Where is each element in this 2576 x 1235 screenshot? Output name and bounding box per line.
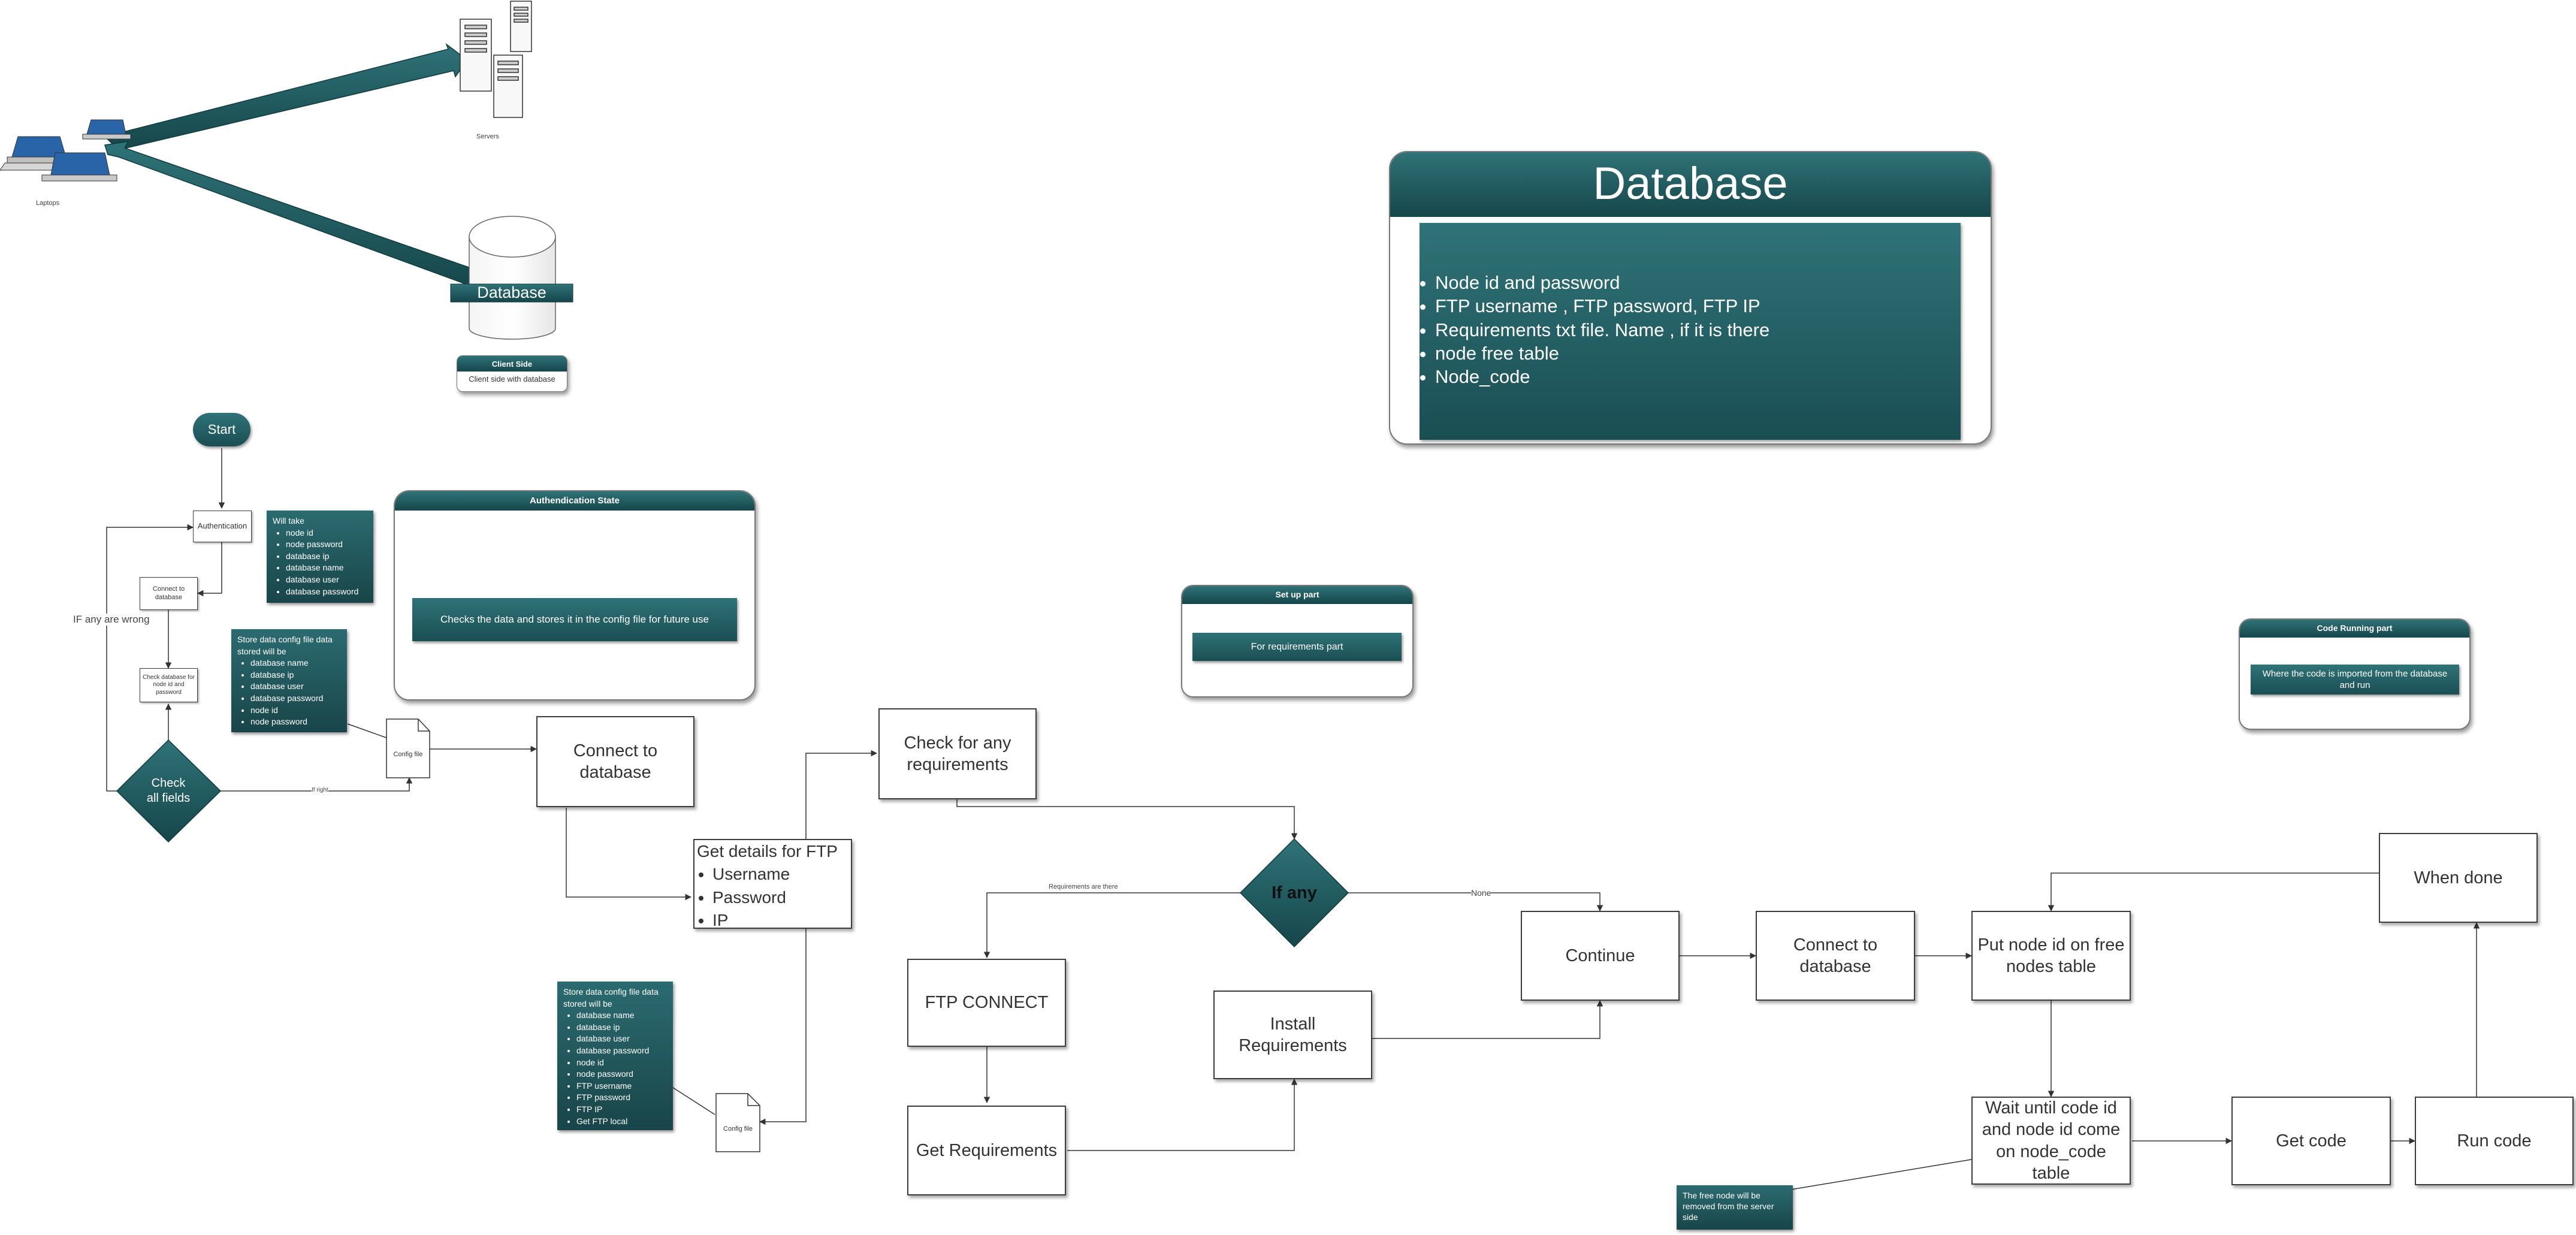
ftp-detail-item: Username xyxy=(712,863,848,886)
database-item: Node id and password xyxy=(1435,271,1961,294)
note-item: database password xyxy=(576,1045,667,1057)
database-banner xyxy=(450,283,573,303)
auth-state-panel: Authendication State xyxy=(394,490,756,700)
store-config-1-list: database name database ip database user … xyxy=(237,657,341,728)
authentication-node: Authentication xyxy=(193,511,252,542)
note-item: database ip xyxy=(286,551,367,563)
config-file-2-icon xyxy=(715,1093,760,1152)
connect-database-2-node: Connect to database xyxy=(1756,911,1915,1001)
ftp-details-list: Username Password IP xyxy=(697,863,848,932)
install-requirements-node: Install Requirements xyxy=(1213,991,1372,1079)
note-item: database ip xyxy=(576,1022,667,1034)
database-label: Database xyxy=(477,283,546,302)
check-requirements-node: Check for any requirements xyxy=(878,708,1037,799)
database-panel-title: Database xyxy=(1390,152,1991,217)
note-item: node id xyxy=(250,705,341,717)
code-running-body: Where the code is imported from the data… xyxy=(2251,665,2459,695)
client-side-card: Client Side Client side with database xyxy=(457,355,567,392)
code-running-title: Code Running part xyxy=(2240,620,2469,638)
ftp-detail-item: IP xyxy=(712,909,848,932)
note-item: database password xyxy=(286,586,367,598)
when-done-node: When done xyxy=(2379,833,2538,923)
note-item: database user xyxy=(286,574,367,586)
note-item: FTP username xyxy=(576,1080,667,1092)
will-take-list: node id node password database ip databa… xyxy=(273,527,367,598)
run-code-node: Run code xyxy=(2415,1097,2574,1185)
start-node: Start xyxy=(193,413,250,446)
config-file-2-label: Config file xyxy=(723,1125,753,1133)
servers-label: Servers xyxy=(476,133,499,140)
database-item: Node_code xyxy=(1435,365,1961,388)
note-item: database user xyxy=(250,681,341,693)
check-all-fields-diamond xyxy=(116,739,222,843)
laptops-label: Laptops xyxy=(36,200,60,207)
if-any-label: If any xyxy=(1272,883,1317,902)
ftp-details-title: Get details for FTP xyxy=(697,842,838,860)
note-item: FTP IP xyxy=(576,1104,667,1116)
note-item: node password xyxy=(576,1068,667,1080)
will-take-title: Will take xyxy=(273,516,304,526)
topology-arrow-to-servers xyxy=(104,43,469,150)
topology-arrow-to-database xyxy=(104,141,490,291)
note-item: FTP password xyxy=(576,1092,667,1104)
setup-part-body: For requirements part xyxy=(1192,633,1402,661)
check-db-small-node: Check database for node id and password xyxy=(140,668,198,702)
get-requirements-node: Get Requirements xyxy=(907,1106,1066,1195)
note-item: database password xyxy=(250,693,341,705)
wait-until-node: Wait until code id and node id come on n… xyxy=(1971,1097,2131,1185)
note-item: node password xyxy=(286,539,367,551)
note-item: database name xyxy=(250,657,341,669)
client-side-title: Client Side xyxy=(457,356,567,372)
connect-db-small-node: Connect to database xyxy=(140,577,198,610)
note-item: node password xyxy=(250,716,341,728)
get-code-node: Get code xyxy=(2231,1097,2391,1185)
ftp-detail-item: Password xyxy=(712,886,848,909)
store-config-note-1: Store data config file data stored will … xyxy=(231,629,347,732)
put-node-id-node: Put node id on free nodes table xyxy=(1971,911,2131,1001)
client-side-body: Client side with database xyxy=(469,375,555,384)
database-panel: Database Node id and password FTP userna… xyxy=(1389,151,1992,445)
if-any-diamond xyxy=(1239,838,1349,948)
database-item: FTP username , FTP password, FTP IP xyxy=(1435,294,1961,318)
none-label: None xyxy=(1471,888,1491,898)
database-panel-list: Node id and password FTP username , FTP … xyxy=(1420,271,1961,389)
note-item: database ip xyxy=(250,669,341,681)
auth-state-title: Authendication State xyxy=(395,491,754,511)
store-config-1-title: Store data config file data stored will … xyxy=(237,635,333,656)
config-file-1-label: Config file xyxy=(393,751,423,759)
if-wrong-label: IF any are wrong xyxy=(73,614,150,626)
config-file-1-icon xyxy=(386,718,430,778)
setup-part-title: Set up part xyxy=(1182,586,1412,604)
database-cylinder-icon xyxy=(469,216,556,340)
if-right-label: If right xyxy=(312,787,328,793)
laptop-icon xyxy=(0,119,131,182)
will-take-note: Will take node id node password database… xyxy=(267,511,373,603)
ftp-connect-node: FTP CONNECT xyxy=(907,959,1066,1047)
connect-database-node: Connect to database xyxy=(536,716,694,807)
database-item: node free table xyxy=(1435,342,1961,365)
note-item: database user xyxy=(576,1033,667,1045)
note-item: node id xyxy=(286,527,367,539)
note-item: Get FTP local xyxy=(576,1116,667,1128)
free-node-note: The free node will be removed from the s… xyxy=(1677,1185,1793,1230)
store-config-note-2: Store data config file data stored will … xyxy=(557,982,673,1130)
check-all-fields-label: Check all fields xyxy=(146,777,191,805)
store-config-2-title: Store data config file data stored will … xyxy=(563,987,659,1008)
note-item: database name xyxy=(286,562,367,574)
server-icon xyxy=(460,1,532,118)
continue-node: Continue xyxy=(1521,911,1680,1001)
database-item: Requirements txt file. Name , if it is t… xyxy=(1435,318,1961,342)
note-item: node id xyxy=(576,1057,667,1069)
store-config-2-list: database name database ip database user … xyxy=(563,1010,667,1127)
database-panel-content: Node id and password FTP username , FTP … xyxy=(1420,223,1961,440)
ftp-details-node: Get details for FTP Username Password IP xyxy=(693,839,852,929)
requirements-there-label: Requirements are there xyxy=(1049,883,1118,890)
note-item: database name xyxy=(576,1010,667,1022)
auth-state-body: Checks the data and stores it in the con… xyxy=(412,598,737,641)
